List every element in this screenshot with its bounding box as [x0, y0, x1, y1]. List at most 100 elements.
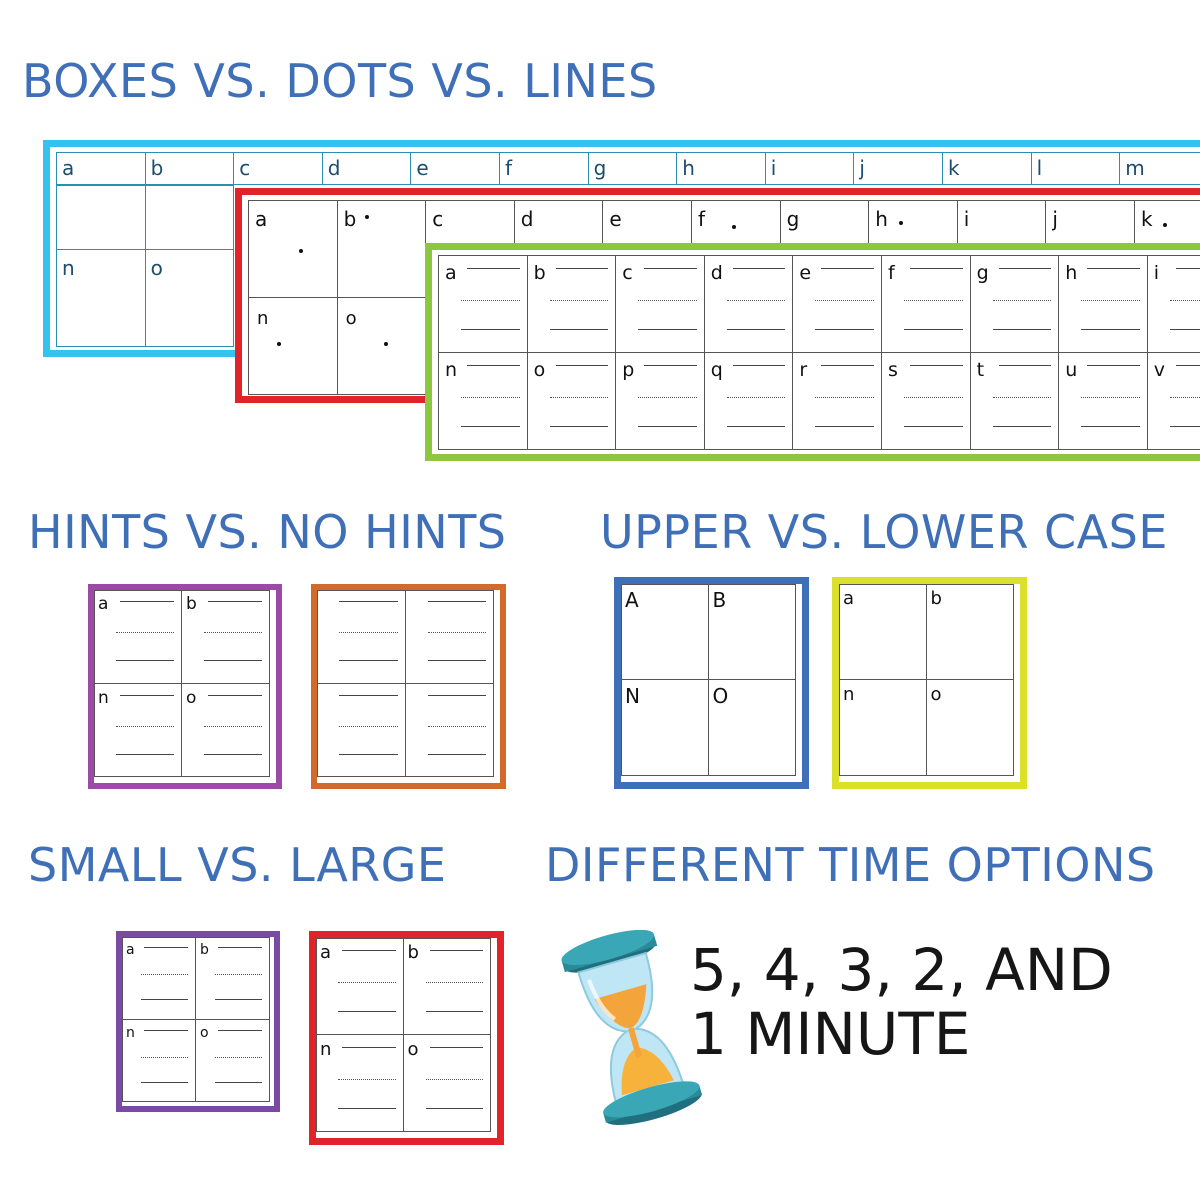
writing-line — [339, 660, 398, 661]
guide-dot — [277, 342, 281, 346]
time-options-line2: 1 MINUTE — [690, 1000, 971, 1068]
cell-letter: g — [976, 262, 989, 284]
writing-line — [141, 999, 188, 1000]
cell-letter: f — [888, 262, 895, 284]
writing-line — [732, 365, 786, 366]
writing-line — [208, 694, 262, 696]
writing-line — [726, 329, 786, 330]
writing-line — [998, 365, 1052, 366]
lines-cell: u — [1058, 352, 1148, 450]
time-options-text: 5, 4, 3, 2, AND 1 MINUTE — [690, 938, 1113, 1066]
cell-letter: a — [126, 942, 135, 958]
cell-letter: n — [843, 684, 855, 705]
cell-letter: o — [150, 256, 163, 280]
writing-line — [992, 426, 1052, 427]
cell-letter: t — [976, 359, 985, 381]
writing-line — [204, 660, 262, 661]
writing-line — [1087, 268, 1140, 269]
lines-cell: o — [526, 352, 617, 450]
cell-letter: a — [320, 942, 332, 963]
writing-line — [644, 268, 697, 269]
cell-letter: v — [1153, 359, 1166, 381]
lines-cell: d — [703, 255, 794, 353]
guide-dot — [299, 249, 303, 253]
dotted-guide-line — [141, 974, 188, 975]
guide-dot — [732, 225, 736, 229]
writing-line — [910, 365, 963, 366]
dotted-guide-line — [338, 1079, 396, 1080]
writing-line — [338, 1011, 396, 1012]
dots-cell: b — [336, 200, 427, 298]
dotted-guide-line — [204, 632, 262, 633]
cell-letter: r — [799, 359, 808, 381]
no_hints-cell — [406, 684, 495, 778]
lower-cell: a — [839, 584, 927, 680]
writing-line — [726, 426, 786, 427]
boxes-header-cell: f — [499, 152, 589, 185]
lines-cell: a — [438, 255, 528, 353]
cell-letter: b — [150, 156, 164, 180]
dotted-guide-line — [204, 725, 262, 727]
boxes-large-cell — [56, 185, 146, 250]
hints-cell: o — [182, 684, 270, 778]
cell-letter: o — [407, 1039, 419, 1060]
boxes-header-cell: k — [942, 152, 1032, 185]
writing-line — [992, 329, 1052, 330]
lines-cell: t — [969, 352, 1060, 450]
cell-letter: c — [622, 262, 633, 284]
cell-letter: n — [445, 359, 458, 381]
writing-line — [215, 1081, 262, 1083]
cell-letter: O — [712, 684, 729, 708]
small-cell: n — [122, 1019, 196, 1102]
no_hints-cell — [317, 683, 406, 777]
cell-letter: i — [770, 156, 777, 180]
cell-letter: n — [62, 256, 75, 280]
cell-letter: b — [343, 207, 357, 231]
cell-letter: m — [1125, 156, 1145, 180]
writing-line — [555, 268, 609, 269]
cell-letter: k — [948, 156, 960, 180]
writing-line — [120, 694, 174, 696]
guide-dot — [364, 215, 369, 219]
writing-line — [461, 329, 520, 330]
dotted-guide-line — [638, 397, 697, 398]
cell-letter: d — [520, 207, 534, 231]
boxes-header-cell: a — [56, 152, 146, 185]
cell-letter: a — [445, 262, 457, 284]
writing-line — [339, 753, 398, 755]
heading-small-large: SMALL VS. LARGE — [28, 838, 447, 892]
cell-letter: o — [200, 1024, 209, 1041]
writing-line — [427, 694, 486, 696]
cell-letter: n — [126, 1024, 135, 1041]
cell-letter: B — [712, 588, 727, 612]
cell-letter: o — [345, 308, 357, 329]
dotted-guide-line — [904, 300, 963, 301]
writing-line — [644, 365, 697, 366]
dotted-guide-line — [549, 397, 609, 398]
writing-line — [425, 1011, 483, 1012]
cell-letter: b — [200, 942, 209, 958]
cell-letter: a — [255, 207, 268, 231]
no-hints-card — [311, 584, 506, 789]
cell-letter: e — [799, 262, 812, 284]
small-card: a b n o — [116, 931, 280, 1112]
cell-letter: j — [1052, 207, 1058, 231]
cell-letter: f — [505, 156, 513, 180]
cell-letter: h — [1065, 262, 1078, 284]
writing-line — [429, 950, 483, 951]
writing-line — [342, 1047, 396, 1048]
lines-cell: c — [615, 255, 705, 353]
large-cell: o — [404, 1035, 492, 1132]
dotted-guide-line — [116, 632, 174, 633]
writing-line — [732, 268, 786, 269]
cell-letter: q — [710, 359, 723, 381]
writing-line — [338, 1108, 396, 1109]
writing-line — [116, 753, 174, 755]
cell-letter: b — [533, 262, 546, 284]
boxes-header-cell: l — [1030, 152, 1121, 185]
lines-cell: p — [615, 352, 705, 450]
writing-line — [1081, 329, 1140, 330]
